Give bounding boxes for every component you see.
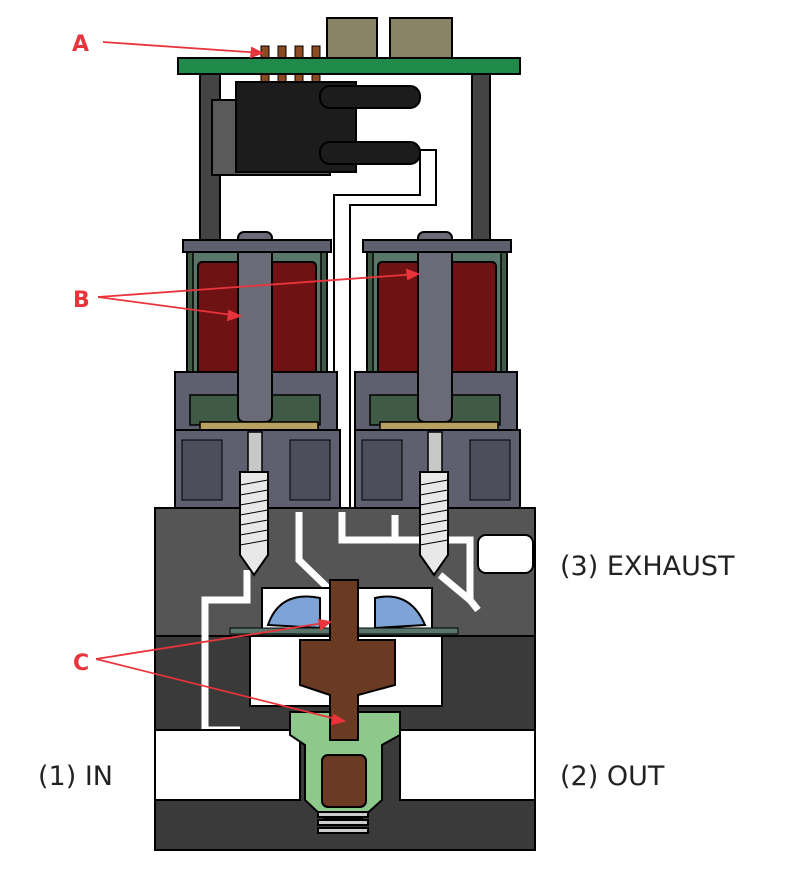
pcb-component — [235, 81, 421, 173]
callout-b-label: B — [73, 288, 90, 313]
pcb-board — [177, 57, 521, 75]
pilot-needle-left — [239, 431, 269, 577]
connector-left — [326, 17, 378, 61]
in-port — [154, 729, 301, 801]
callout-arrows — [95, 41, 421, 726]
diaphragm — [266, 595, 427, 630]
piston — [299, 579, 396, 741]
callout-c-label: C — [73, 651, 89, 676]
core-left — [237, 231, 273, 423]
out-port — [399, 729, 536, 801]
connector-right — [389, 17, 453, 61]
exhaust-port-label: (3) EXHAUST — [560, 551, 735, 582]
solenoid-right — [354, 231, 518, 433]
out-port-label: (2) OUT — [560, 761, 665, 792]
core-right — [417, 231, 453, 423]
frame-post-right — [471, 73, 491, 241]
pilot-needle-right — [419, 431, 449, 577]
callout-a-label: A — [72, 32, 89, 57]
solenoid-left — [174, 231, 338, 433]
poppet — [321, 754, 367, 808]
in-port-label: (1) IN — [38, 761, 113, 792]
spring — [317, 811, 369, 834]
exhaust-fitting — [477, 534, 534, 574]
